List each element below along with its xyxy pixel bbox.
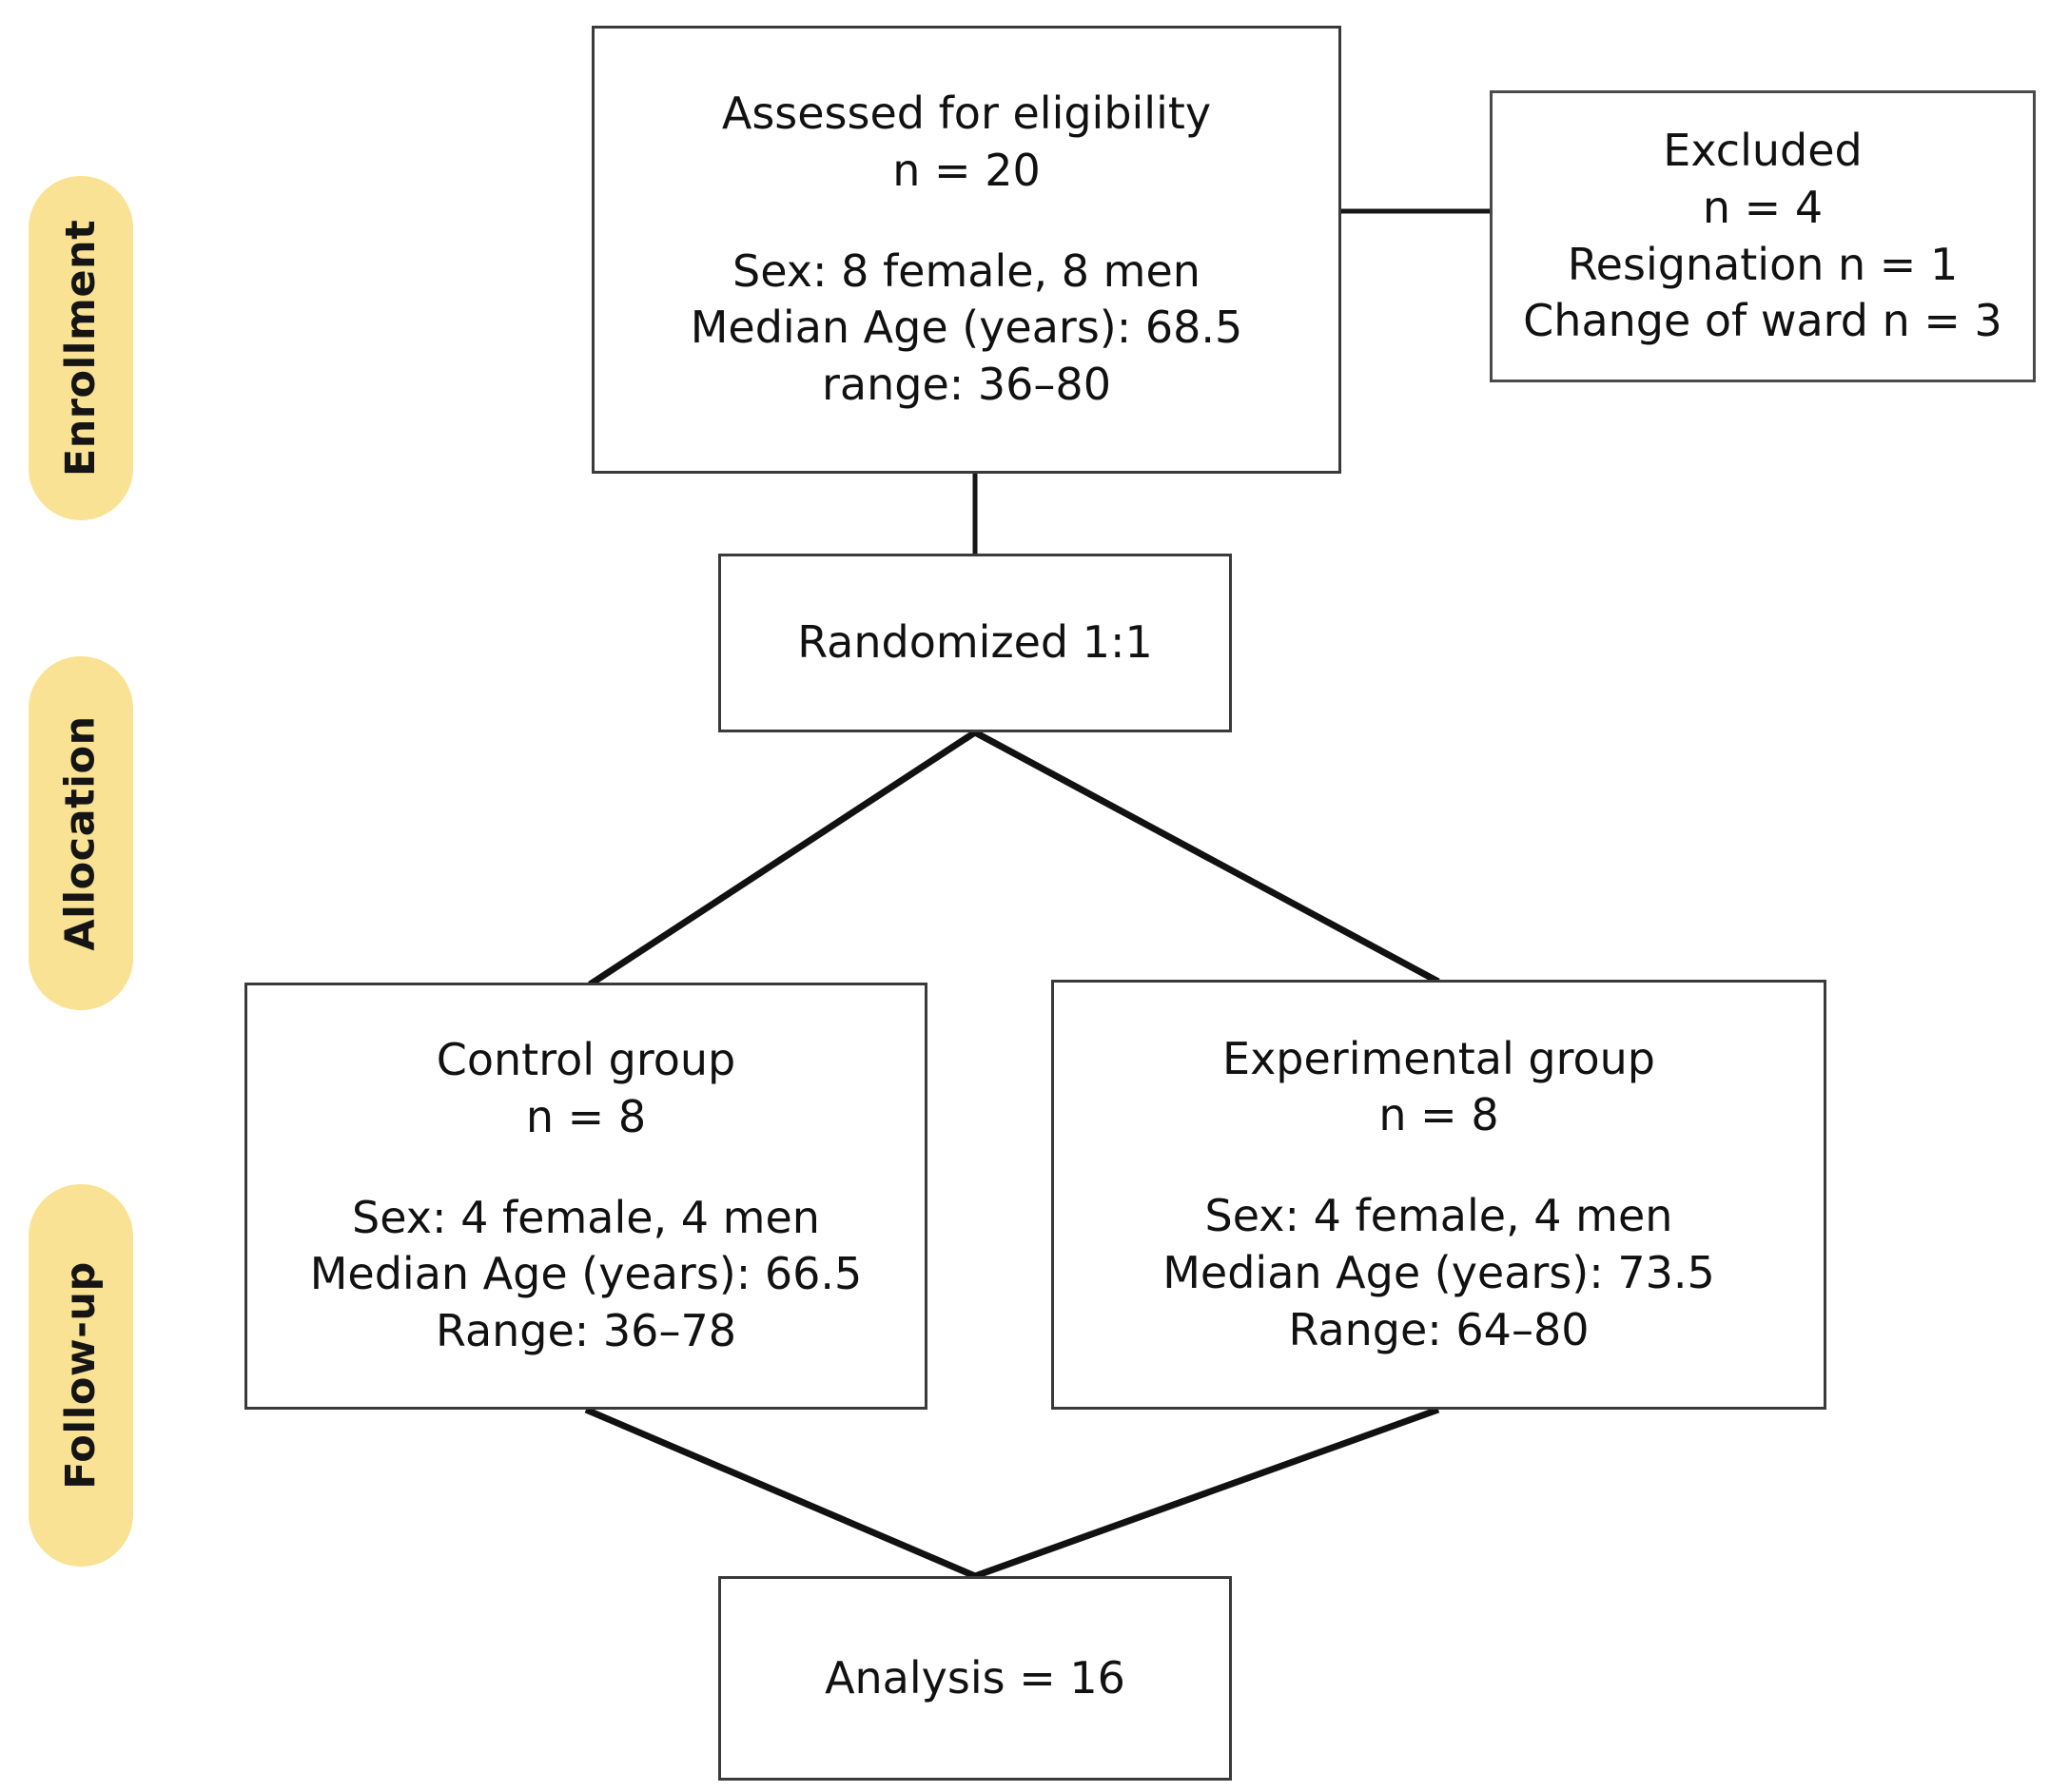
node-line: Sex: 8 female, 8 men (732, 244, 1200, 297)
node-line: Experimental group (1222, 1032, 1655, 1084)
node-line: n = 8 (1378, 1089, 1499, 1141)
node-line: n = 8 (525, 1090, 647, 1142)
edge-randomized-to-experimental (973, 729, 1440, 985)
node-line: Assessed for eligibility (721, 88, 1212, 139)
node-line: Median Age (years): 66.5 (309, 1248, 863, 1300)
node-experimental-group: Experimental group n = 8 Sex: 4 female, … (1051, 980, 1826, 1410)
node-assessed-for-eligibility: Assessed for eligibility n = 20 Sex: 8 f… (592, 26, 1341, 474)
edge-experimental-to-analysis (973, 1406, 1440, 1580)
node-line: Change of ward n = 3 (1523, 295, 2002, 347)
node-line: Resignation n = 1 (1567, 238, 1959, 290)
stage-pill-allocation: Allocation (29, 656, 133, 1010)
edge-control-to-analysis (584, 1406, 977, 1580)
node-line: Median Age (years): 73.5 (1162, 1246, 1715, 1298)
stage-label-followup: Follow-up (57, 1261, 105, 1490)
node-line: Sex: 4 female, 4 men (1204, 1190, 1673, 1242)
node-line: Analysis = 16 (825, 1651, 1125, 1704)
node-line: Randomized 1:1 (797, 616, 1153, 669)
node-line: Sex: 4 female, 4 men (352, 1191, 820, 1243)
stage-label-enrollment: Enrollment (57, 219, 106, 477)
node-analysis: Analysis = 16 (718, 1576, 1232, 1781)
node-line: n = 20 (892, 144, 1041, 196)
node-line: Range: 64–80 (1288, 1303, 1590, 1355)
node-line: Median Age (years): 68.5 (690, 302, 1243, 354)
node-line: range: 36–80 (822, 359, 1111, 411)
node-line: Range: 36–78 (436, 1305, 736, 1357)
node-randomized: Randomized 1:1 (718, 554, 1232, 732)
edge-randomized-to-control (588, 730, 977, 987)
stage-pill-followup: Follow-up (29, 1184, 133, 1567)
stage-label-allocation: Allocation (57, 715, 106, 951)
stage-pill-enrollment: Enrollment (29, 176, 133, 520)
node-excluded: Excluded n = 4 Resignation n = 1 Change … (1490, 90, 2036, 382)
node-line: Control group (436, 1034, 736, 1085)
node-line: n = 4 (1702, 181, 1824, 233)
node-control-group: Control group n = 8 Sex: 4 female, 4 men… (244, 983, 927, 1410)
node-line: Excluded (1663, 124, 1863, 176)
